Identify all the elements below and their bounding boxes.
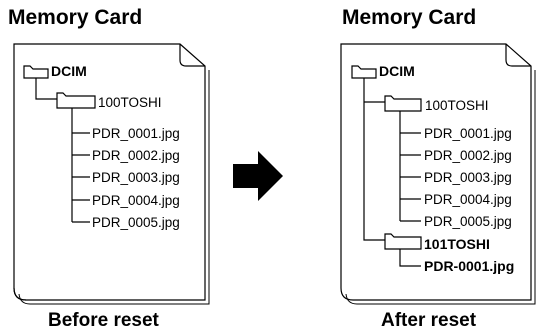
right-101toshi-label: 101TOSHI — [424, 236, 490, 252]
right-memory-card — [340, 43, 536, 305]
left-file-4: PDR_0004.jpg — [92, 193, 180, 208]
right-file-4: PDR_0004.jpg — [424, 192, 512, 207]
right-file-5: PDR_0005.jpg — [424, 214, 512, 229]
right-card-title: Memory Card — [342, 6, 477, 29]
right-file-3: PDR_0003.jpg — [424, 170, 512, 185]
right-101toshi-folder-icon — [384, 233, 422, 250]
right-caption: After reset — [381, 310, 477, 331]
left-dcim-folder-icon — [23, 65, 49, 79]
left-card-title: Memory Card — [8, 6, 143, 29]
left-file-1: PDR_0001.jpg — [92, 126, 180, 141]
right-100toshi-folder-icon — [384, 95, 422, 112]
right-dcim-label: DCIM — [379, 63, 415, 79]
left-100toshi-folder-icon — [56, 92, 96, 109]
right-dcim-folder-icon — [351, 65, 377, 79]
left-dcim-label: DCIM — [51, 63, 87, 79]
left-file-3: PDR_0003.jpg — [92, 170, 180, 185]
right-file-2: PDR_0002.jpg — [424, 148, 512, 163]
left-file-5: PDR_0005.jpg — [92, 215, 180, 230]
right-100toshi-label: 100TOSHI — [425, 98, 489, 113]
left-tree-lines — [23, 65, 96, 223]
right-new-file: PDR-0001.jpg — [424, 258, 514, 274]
left-file-2: PDR_0002.jpg — [92, 148, 180, 163]
right-tree-lines — [351, 65, 422, 267]
right-file-1: PDR_0001.jpg — [424, 126, 512, 141]
left-100toshi-label: 100TOSHI — [98, 95, 162, 110]
arrow-right-icon — [233, 151, 283, 201]
left-caption: Before reset — [48, 310, 159, 331]
